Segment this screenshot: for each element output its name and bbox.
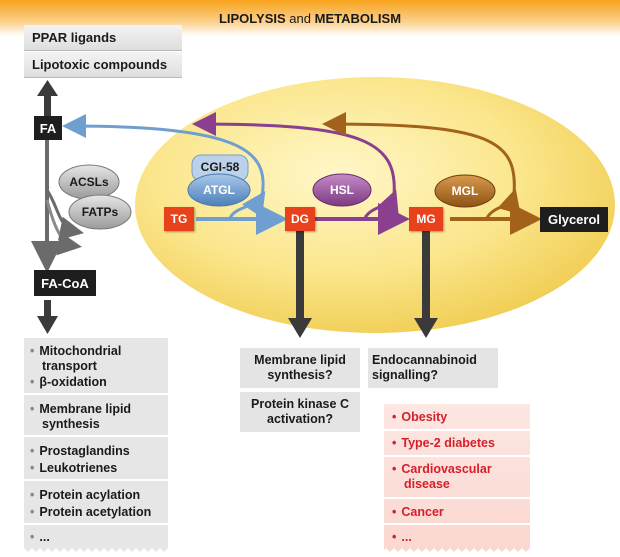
- disease-panel: [384, 404, 530, 552]
- dg-outcome-2-bg: [240, 392, 360, 432]
- disease-cardiovascular: •Cardiovascular disease: [392, 462, 492, 491]
- atgl-label: ATGL: [203, 183, 235, 197]
- mg-outcome-1-bg: [368, 348, 498, 388]
- title-part-2: METABOLISM: [314, 11, 402, 26]
- fatps-label: FATPs: [81, 205, 119, 219]
- cgi58-label: CGI-58: [200, 160, 240, 174]
- mg-node: MG: [409, 207, 443, 231]
- fate-leukotrienes: •Leukotrienes: [30, 461, 118, 475]
- fa-coa-node: FA-CoA: [34, 270, 96, 296]
- fa-node: FA: [34, 116, 62, 140]
- dg-node: DG: [285, 207, 315, 231]
- fate-protein-acylation: •Protein acylation: [30, 488, 141, 502]
- acsls-label: ACSLs: [69, 175, 109, 189]
- mgl-ellipse: [434, 174, 496, 208]
- fa-coa-fates-panel: [24, 338, 168, 552]
- title-part-and: and: [289, 11, 311, 26]
- fatps-ellipse: [68, 194, 132, 230]
- disease-obesity: •Obesity: [392, 410, 448, 424]
- fate-mitochondrial-transport: •Mitochondrial transport: [30, 344, 122, 373]
- page-title: LIPOLYSIS and METABOLISM: [0, 11, 620, 26]
- disease-more: •...: [392, 530, 412, 544]
- atgl-ellipse: [187, 173, 251, 207]
- lipid-droplet: [135, 77, 615, 333]
- fate-membrane-lipid-synthesis: •Membrane lipid synthesis: [30, 402, 132, 431]
- fate-more: •...: [30, 530, 50, 544]
- dg-outcome-1-bg: [240, 348, 360, 388]
- hsl-ellipse: [312, 173, 372, 207]
- mgl-label: MGL: [451, 184, 479, 198]
- ppar-ligands-box: PPAR ligands: [24, 25, 182, 51]
- glycerol-node: Glycerol: [540, 207, 608, 232]
- fate-protein-acetylation: •Protein acetylation: [30, 505, 152, 519]
- tg-node: TG: [164, 207, 194, 231]
- hsl-label: HSL: [330, 183, 354, 197]
- title-part-1: LIPOLYSIS: [218, 11, 286, 26]
- fate-beta-oxidation: •β-oxidation: [30, 375, 107, 389]
- disease-type2-diabetes: •Type-2 diabetes: [392, 436, 495, 450]
- disease-cancer: •Cancer: [392, 505, 444, 519]
- lipotoxic-compounds-box: Lipotoxic compounds: [24, 52, 182, 78]
- fate-prostaglandins: •Prostaglandins: [30, 444, 130, 458]
